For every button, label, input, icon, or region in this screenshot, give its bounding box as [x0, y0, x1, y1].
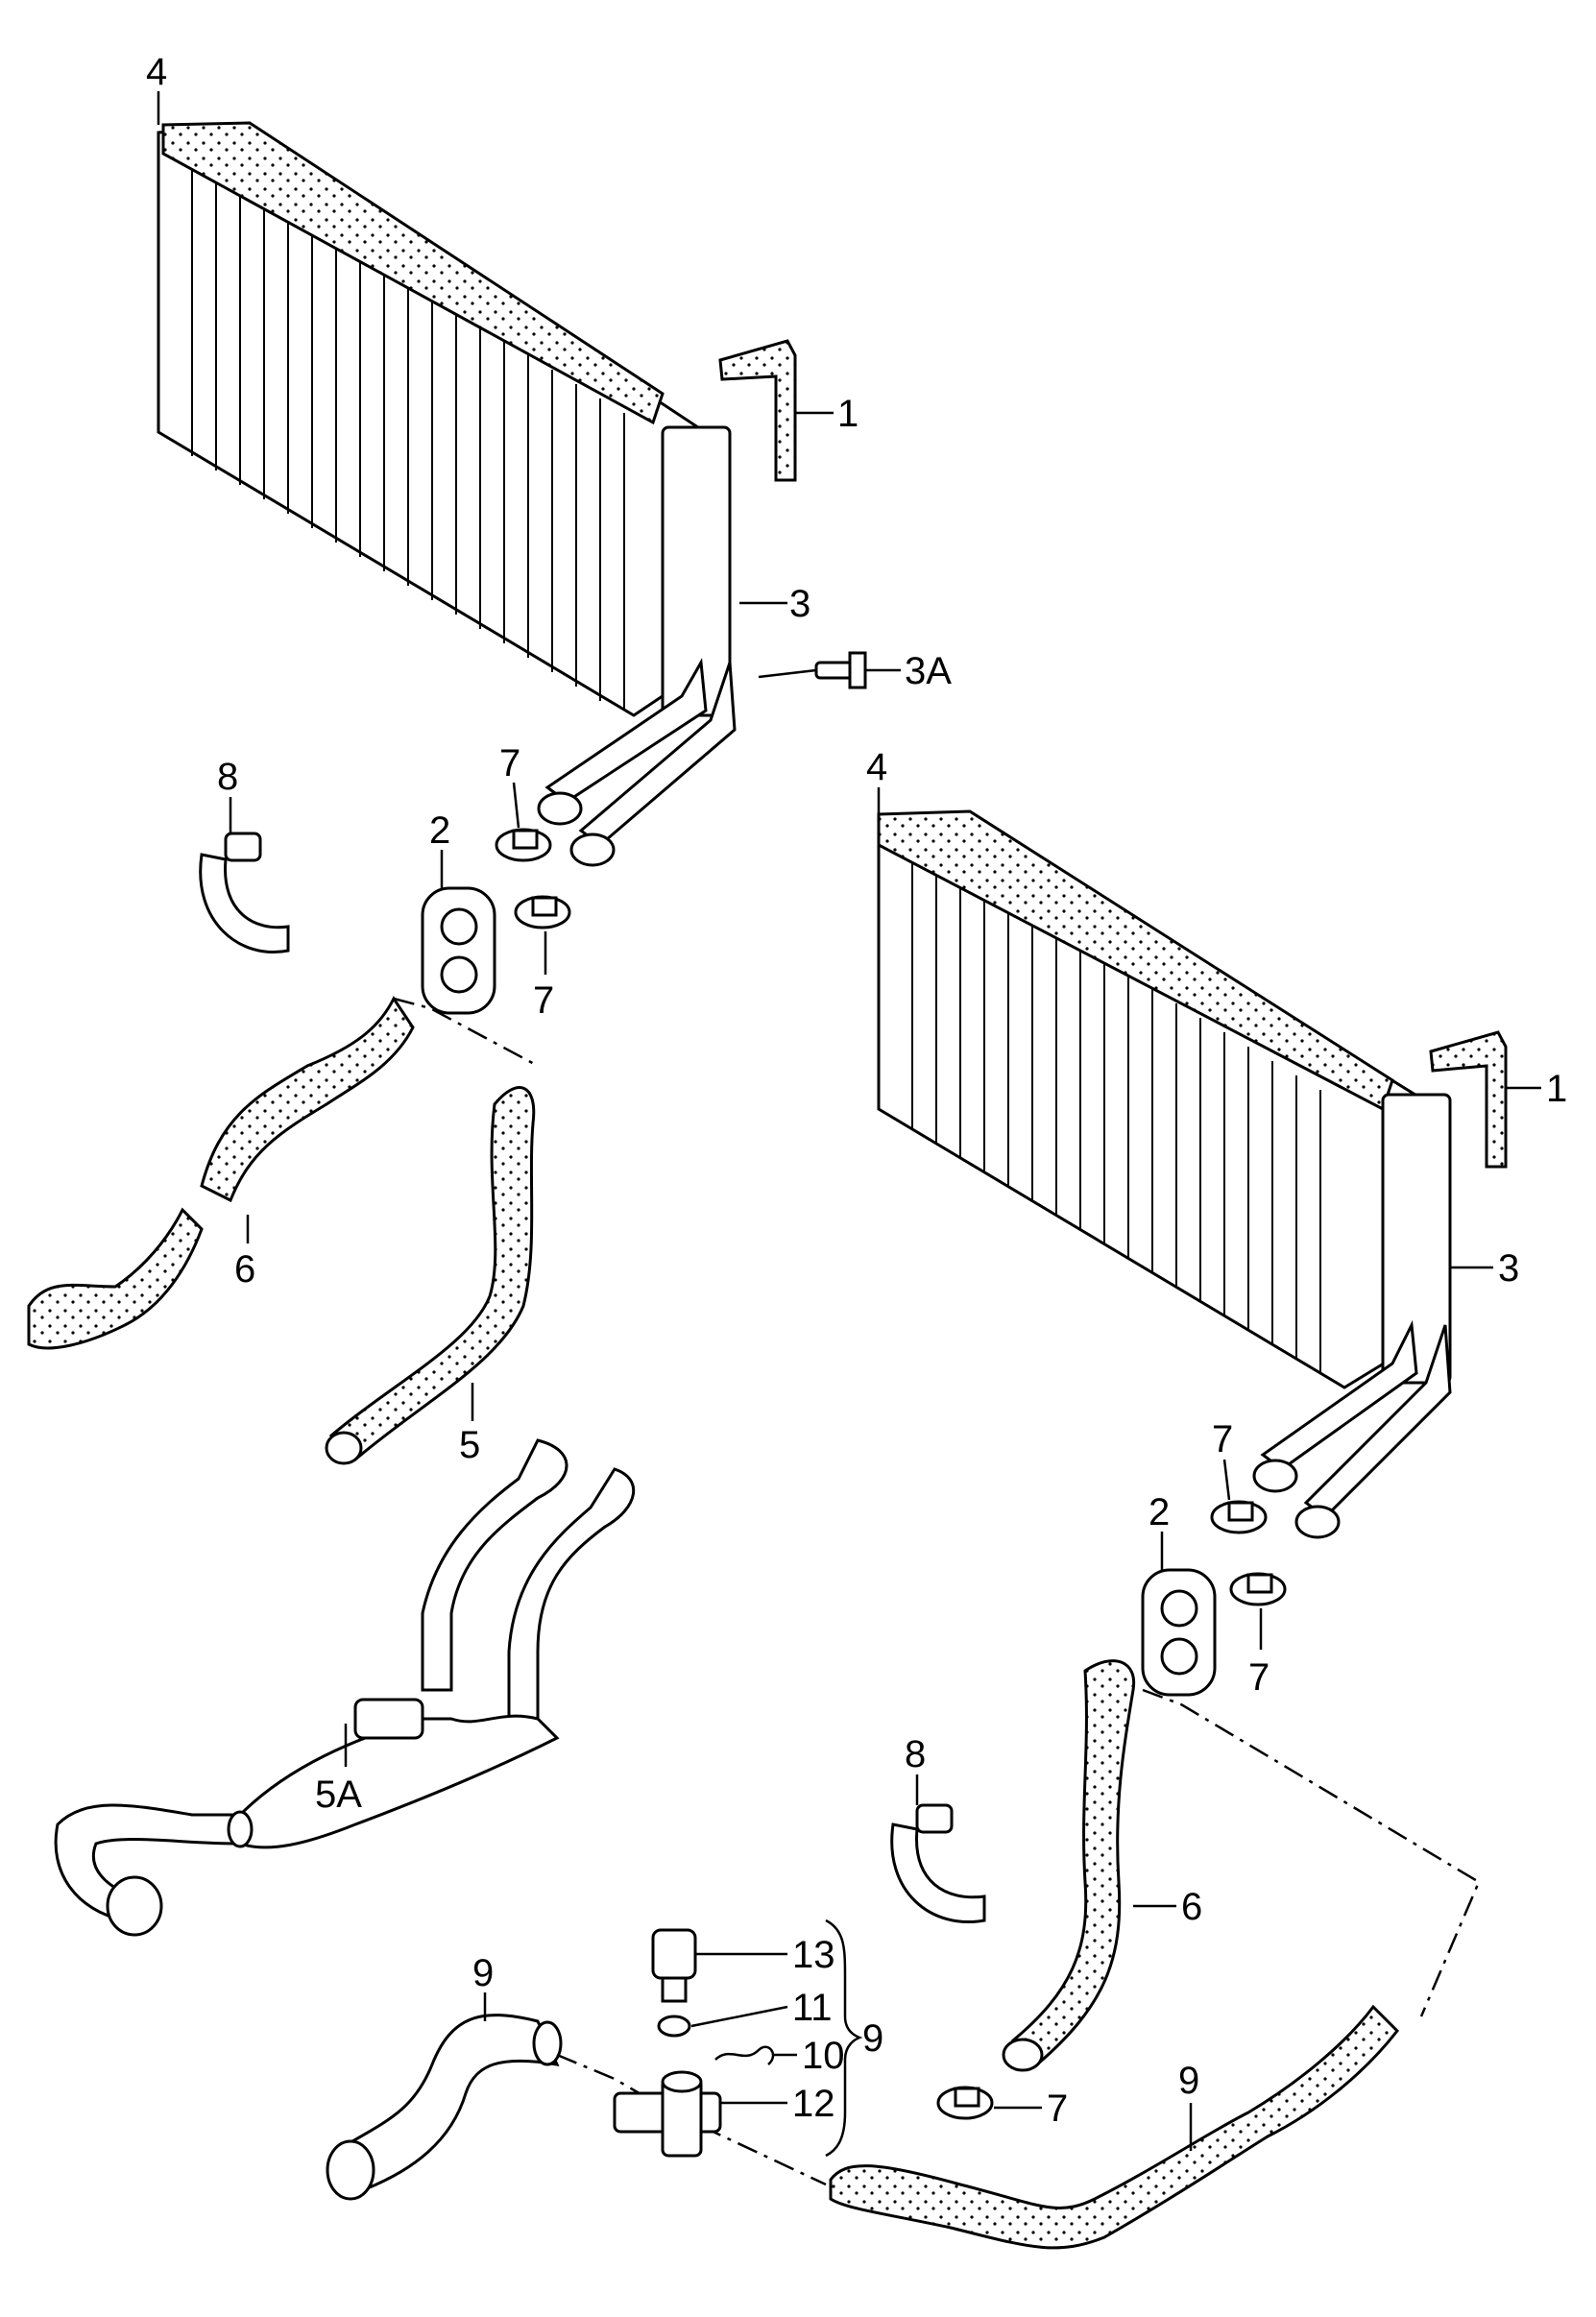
- callout-2-bottom: 2: [1149, 1491, 1170, 1533]
- callout-12: 12: [792, 2083, 835, 2125]
- clip-10: [714, 2045, 775, 2065]
- leader-dashed-bottom: [1142, 1688, 1481, 2017]
- hose-6-top-lower: [27, 1207, 204, 1350]
- callout-9-group: 9: [862, 2017, 883, 2060]
- callout-5: 5: [459, 1424, 480, 1466]
- callout-7-bottom-c: 7: [1047, 2088, 1068, 2130]
- callout-6-bottom: 6: [1181, 1886, 1202, 1928]
- callout-7-top-a: 7: [499, 742, 520, 784]
- gasket-1-top: [718, 339, 797, 482]
- clamp-7-bottom-c: [936, 2086, 994, 2120]
- leader-lines: [157, 91, 1541, 2158]
- callout-8-top: 8: [217, 756, 238, 798]
- screw-3a: [814, 651, 867, 689]
- callout-5a: 5A: [315, 1774, 362, 1816]
- heat-exchanger-bottom: [877, 809, 1452, 1539]
- callout-7-top-b: 7: [533, 979, 554, 1022]
- callout-11: 11: [792, 1987, 833, 2029]
- callout-8-bottom: 8: [905, 1733, 926, 1775]
- callout-4-top: 4: [146, 51, 167, 93]
- connector-12: [613, 2070, 722, 2158]
- callout-9-left: 9: [472, 1952, 494, 1994]
- clamp-8-top: [199, 832, 290, 953]
- callout-7-bottom-b: 7: [1248, 1656, 1270, 1699]
- seal-strip-top: [161, 121, 665, 425]
- heat-exchanger-fins-bottom: [911, 845, 1321, 1373]
- brace-group-9: [825, 1919, 863, 2158]
- hose-9-right: [829, 2004, 1399, 2250]
- callout-4-bottom: 4: [866, 746, 887, 788]
- callout-10: 10: [802, 2035, 845, 2077]
- clamp-7-bottom-b: [1229, 1572, 1287, 1606]
- hose-6-bottom: [1010, 1659, 1136, 2067]
- clamp-8-bottom: [890, 1803, 986, 1923]
- gasket-2-top: [421, 886, 496, 1015]
- pipe-assembly-5a: [54, 1438, 636, 1937]
- gasket-2-bottom: [1141, 1568, 1217, 1697]
- end-tank-bottom: [1381, 1093, 1452, 1385]
- callout-1-bottom: 1: [1546, 1068, 1567, 1110]
- callout-3-top: 3: [789, 583, 810, 625]
- callout-13: 13: [792, 1934, 835, 1976]
- clamp-7-top-b: [514, 895, 571, 929]
- gasket-1-bottom: [1429, 1030, 1508, 1169]
- callout-2-top: 2: [429, 809, 450, 852]
- heat-exchanger-fins-top: [191, 154, 625, 711]
- callout-3a: 3A: [905, 650, 952, 692]
- hose-6-top-upper: [200, 996, 415, 1203]
- seal-ring-11: [657, 2015, 691, 2038]
- callout-1-top: 1: [837, 393, 858, 435]
- callout-9-bottom: 9: [1178, 2060, 1199, 2102]
- hose-5-top: [328, 1086, 536, 1462]
- leader-dashed-top: [393, 997, 539, 1068]
- temperature-sender-13: [651, 1928, 697, 2003]
- clamp-7-top-a: [495, 828, 552, 862]
- heat-exchanger-top: [157, 121, 737, 867]
- callout-3-bottom: 3: [1498, 1247, 1519, 1290]
- clamp-7-bottom-a: [1210, 1500, 1268, 1534]
- callout-6-top: 6: [234, 1248, 255, 1291]
- callout-7-bottom-a: 7: [1212, 1418, 1233, 1460]
